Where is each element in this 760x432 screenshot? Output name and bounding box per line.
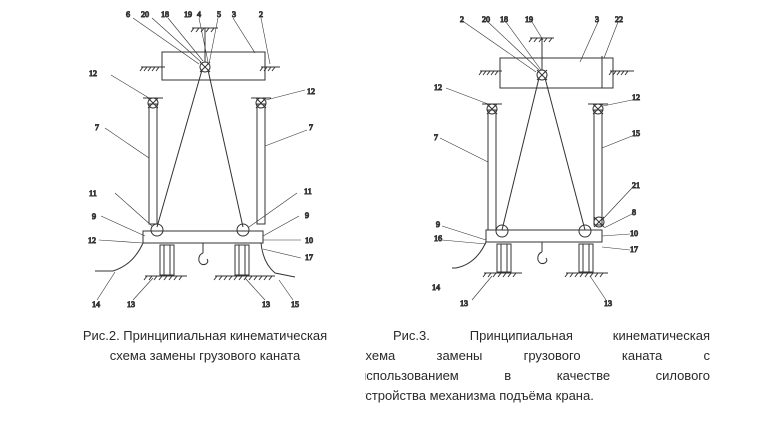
leader-lines [96, 17, 308, 301]
column-sheave-left [143, 97, 163, 109]
post-left [159, 244, 175, 276]
post-right [578, 243, 594, 273]
caption-line: Рис.2. Принципиальная кинематическая [82, 328, 328, 343]
figure-2-caption: Рис.2. Принципиальная кинематическая схе… [40, 326, 370, 366]
support-left [139, 66, 165, 72]
ground [143, 275, 275, 281]
leader-lines [439, 21, 633, 301]
rope-left [501, 77, 540, 231]
hook [537, 242, 548, 265]
sheave-right [236, 223, 250, 237]
trolley-beam [161, 51, 266, 81]
label-13-right: 13 [262, 300, 270, 309]
figure-3-diagram: 2 20 18 19 3 22 12 12 7 15 21 8 9 16 10 … [432, 15, 641, 309]
label-22: 22 [615, 15, 623, 24]
sheave-left [495, 224, 509, 238]
post-left [496, 243, 512, 273]
label-2: 2 [259, 10, 263, 19]
caption-line: Рис.3. Принципиальная кинематическая [393, 328, 710, 343]
top-sheave [199, 61, 211, 73]
label-12-right: 12 [632, 93, 640, 102]
rope-right [207, 69, 244, 228]
label-8: 8 [632, 208, 636, 217]
label-9-left: 9 [92, 212, 96, 221]
support-left [478, 70, 502, 76]
label-19: 19 [525, 15, 533, 24]
label-15: 15 [291, 300, 299, 309]
label-17: 17 [630, 245, 638, 254]
winch-device [593, 216, 605, 228]
label-5: 5 [217, 10, 221, 19]
label-14: 14 [432, 283, 440, 292]
hook-beam [142, 230, 264, 244]
support-right [608, 70, 634, 76]
rope-right [544, 77, 586, 231]
label-18: 18 [500, 15, 508, 24]
label-6: 6 [126, 10, 130, 19]
top-sheave [536, 69, 548, 81]
label-13-left: 13 [127, 300, 135, 309]
rope-ground-left [452, 241, 487, 269]
column-right [256, 103, 266, 225]
caption-line: использованием в качестве силового [365, 368, 710, 383]
column-left [148, 103, 158, 225]
support-right [259, 66, 280, 72]
label-12-left: 12 [434, 83, 442, 92]
label-3: 3 [232, 10, 236, 19]
label-12-top-left: 12 [89, 69, 97, 78]
label-11-left: 11 [89, 189, 97, 198]
label-14: 14 [92, 300, 100, 309]
label-19: 19 [184, 10, 192, 19]
figure-3-caption: Рис.3. Принципиальная кинематическая схе… [365, 326, 710, 410]
post-right [234, 244, 250, 276]
label-20: 20 [482, 15, 490, 24]
label-17: 17 [305, 253, 313, 262]
figure-2-diagram: 6 20 18 19 4 5 3 2 12 12 7 7 11 11 9 9 1… [88, 10, 316, 310]
label-21: 21 [632, 181, 640, 190]
label-13-right: 13 [604, 299, 612, 308]
label-10: 10 [305, 236, 313, 245]
label-7-left: 7 [95, 123, 99, 132]
caption-line: схема замены грузового каната с [365, 348, 710, 363]
rope-ground-right [260, 242, 296, 278]
anchor-top [528, 37, 554, 70]
label-2: 2 [460, 15, 464, 24]
label-18: 18 [161, 10, 169, 19]
label-9: 9 [436, 220, 440, 229]
label-20: 20 [141, 10, 149, 19]
label-10: 10 [630, 229, 638, 238]
label-12-top-right: 12 [307, 87, 315, 96]
label-12-lower: 12 [88, 236, 96, 245]
column-right [593, 109, 603, 226]
trolley-beam [499, 57, 614, 89]
label-4: 4 [197, 10, 201, 19]
hook [198, 243, 209, 266]
label-7-right: 7 [309, 123, 313, 132]
caption-line: устройства механизма подъёма крана. [365, 388, 594, 403]
sheave-left [150, 223, 164, 237]
ground [482, 272, 608, 278]
label-15: 15 [632, 129, 640, 138]
column-sheave-right [588, 103, 608, 115]
anchor-top [190, 27, 218, 62]
rope-ground-left [95, 242, 144, 272]
rope-left [156, 69, 203, 228]
label-9-right: 9 [305, 211, 309, 220]
label-13-left: 13 [460, 299, 468, 308]
column-sheave-right [251, 97, 271, 109]
column-sheave-left [482, 103, 502, 115]
label-7: 7 [434, 133, 438, 142]
label-16: 16 [434, 234, 442, 243]
label-3: 3 [595, 15, 599, 24]
column-left [487, 109, 497, 231]
caption-line: схема замены грузового каната [109, 348, 301, 363]
hook-beam [485, 229, 603, 243]
sheave-right [578, 224, 592, 238]
label-11-right: 11 [304, 187, 312, 196]
